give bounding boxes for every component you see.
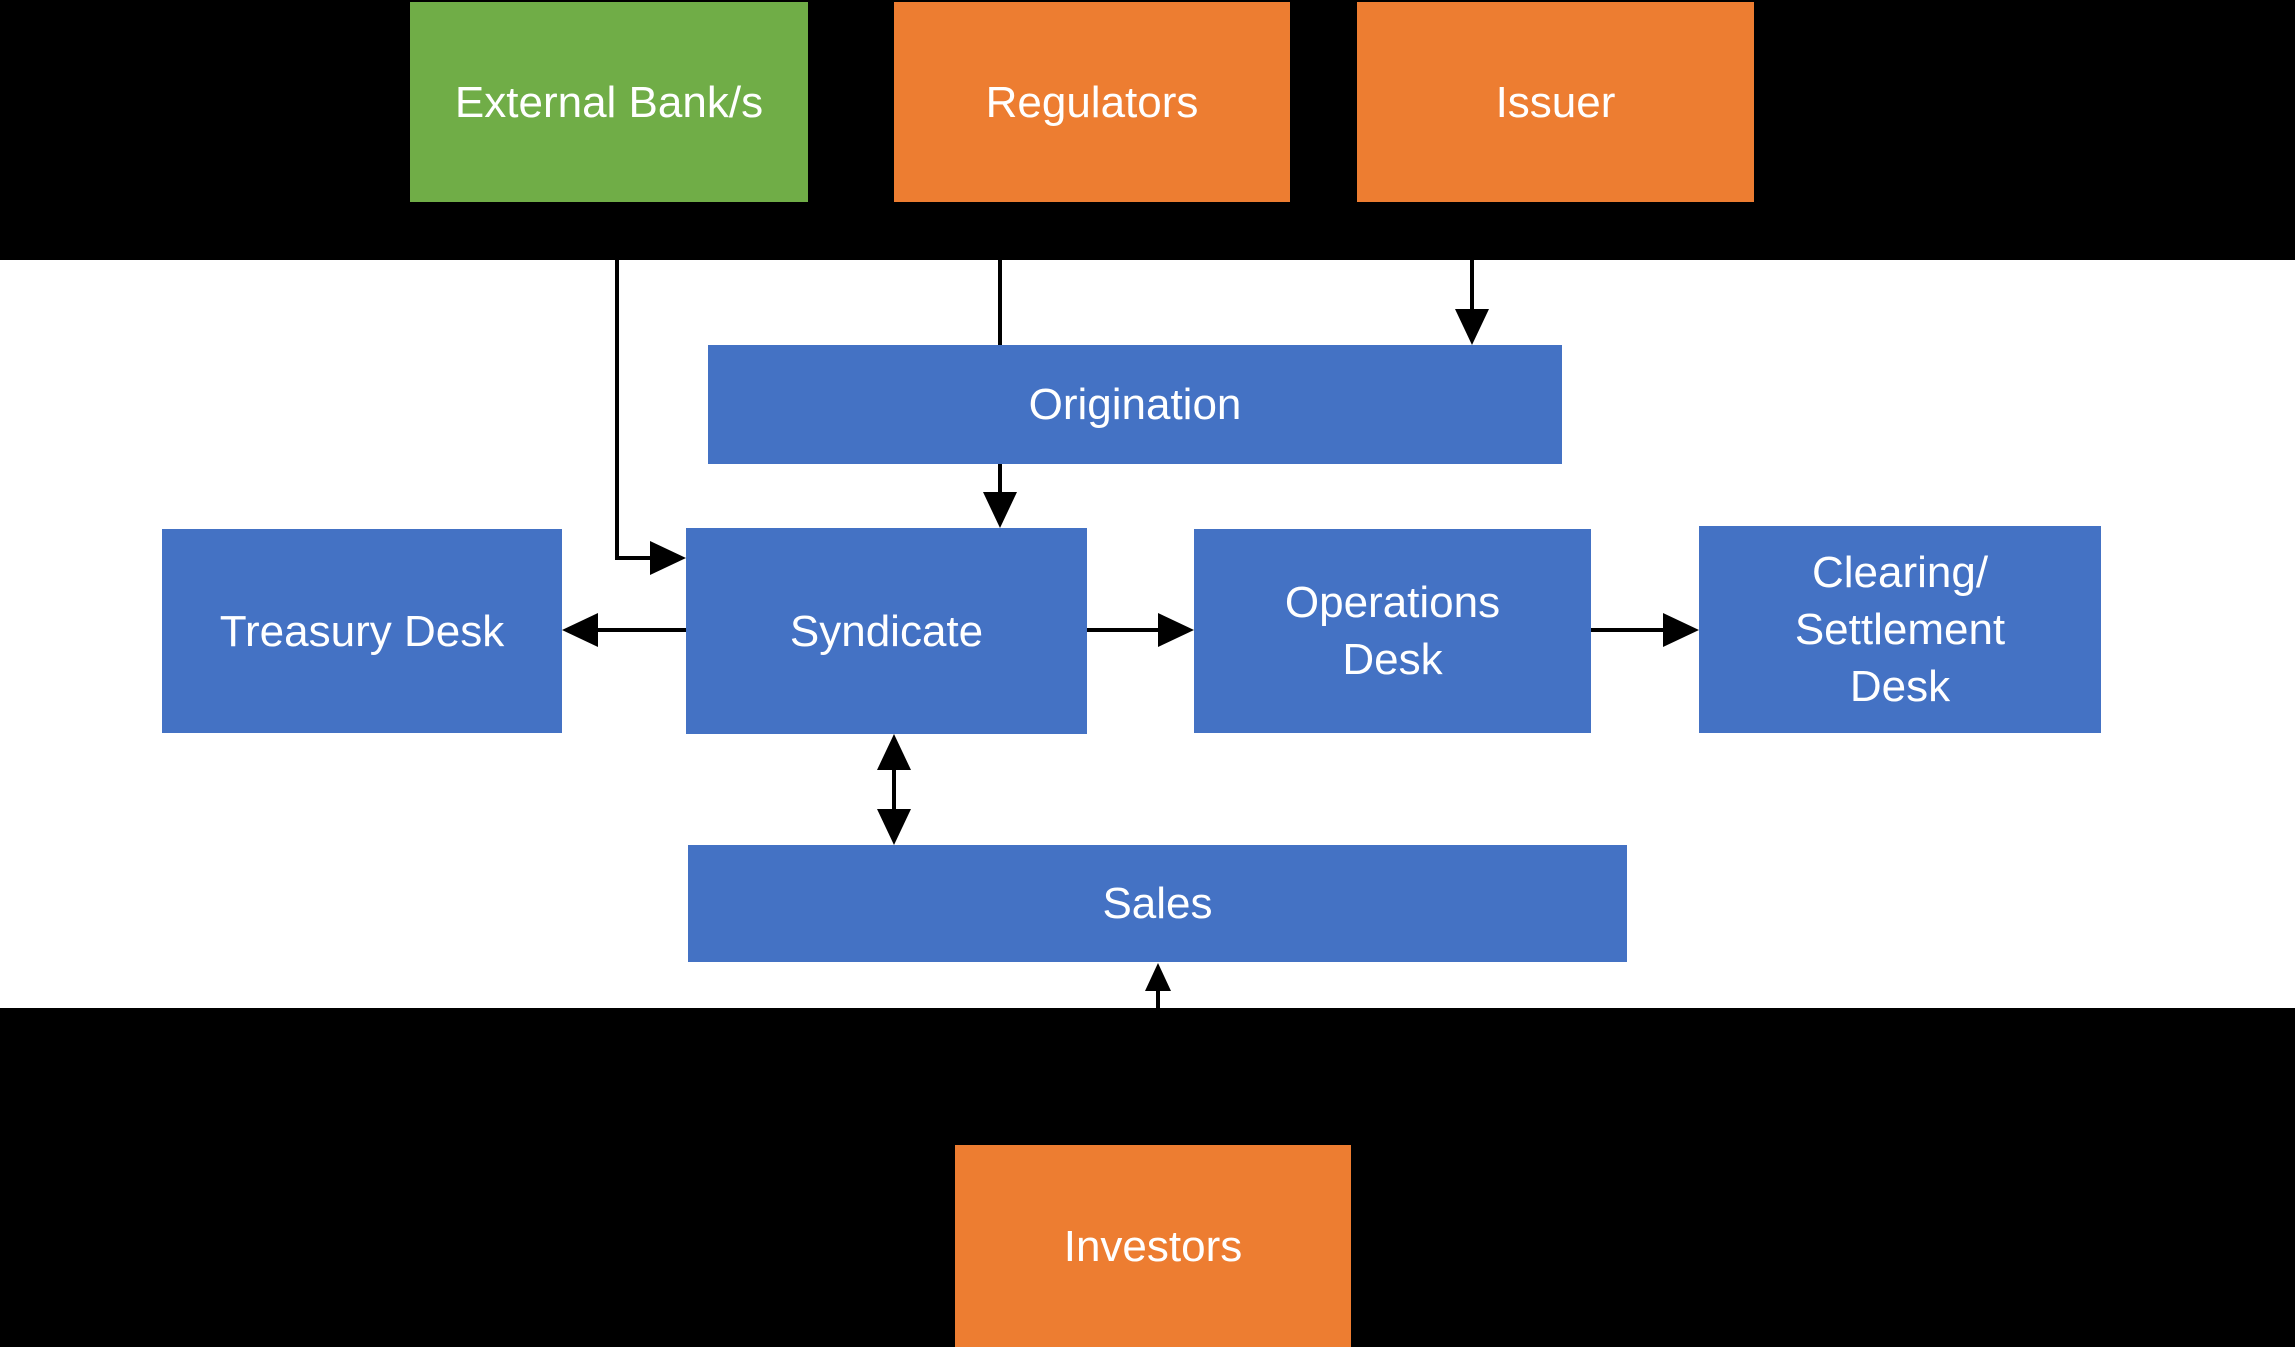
- edge-syndicate-sales-line: [892, 764, 896, 815]
- edge-external-banks-syndicate-line-vertical: [615, 202, 619, 560]
- node-investors: Investors: [955, 1145, 1351, 1347]
- edge-investors-sales-arrowhead: [1145, 963, 1171, 991]
- node-investors-label: Investors: [1063, 1221, 1243, 1271]
- node-clearing-settlement-desk-label: Clearing/ Settlement Desk: [1794, 548, 2006, 711]
- node-sales: Sales: [688, 845, 1627, 962]
- node-origination: Origination: [708, 345, 1562, 464]
- node-operations-desk-label: Operations Desk: [1284, 578, 1501, 684]
- edge-origination-syndicate-arrowhead: [983, 492, 1017, 528]
- node-syndicate-label: Syndicate: [789, 606, 984, 656]
- node-issuer: Issuer: [1357, 2, 1754, 202]
- edge-regulators-origination-line: [998, 202, 1002, 345]
- edge-syndicate-sales-arrowhead-bottom: [877, 809, 911, 845]
- node-external-banks: External Bank/s: [410, 2, 808, 202]
- edge-external-banks-syndicate-arrowhead: [650, 541, 686, 575]
- edge-syndicate-sales-arrowhead-top: [877, 734, 911, 770]
- edge-external-banks-syndicate-line-horizontal: [615, 556, 654, 560]
- edge-syndicate-operations-line: [1087, 628, 1162, 632]
- edge-issuer-origination-arrowhead: [1455, 309, 1489, 345]
- node-treasury-desk-label: Treasury Desk: [219, 606, 505, 656]
- node-syndicate: Syndicate: [686, 528, 1087, 734]
- edge-operations-clearing-arrowhead: [1663, 613, 1699, 647]
- edge-operations-clearing-line: [1591, 628, 1667, 632]
- node-issuer-label: Issuer: [1495, 77, 1616, 127]
- node-origination-label: Origination: [1028, 380, 1242, 429]
- node-external-banks-label: External Bank/s: [454, 77, 764, 127]
- node-clearing-settlement-desk: Clearing/ Settlement Desk: [1699, 526, 2101, 733]
- node-regulators-label: Regulators: [985, 77, 1199, 127]
- edge-syndicate-operations-arrowhead: [1158, 613, 1194, 647]
- edge-syndicate-treasury-arrowhead: [562, 613, 598, 647]
- node-operations-desk: Operations Desk: [1194, 529, 1591, 733]
- node-sales-label: Sales: [1102, 879, 1213, 928]
- node-treasury-desk: Treasury Desk: [162, 529, 562, 733]
- edge-issuer-origination-line: [1470, 202, 1474, 314]
- edge-origination-syndicate-line: [998, 464, 1002, 496]
- node-regulators: Regulators: [894, 2, 1290, 202]
- edge-investors-sales-line: [1156, 987, 1160, 1150]
- edge-syndicate-treasury-line: [596, 628, 686, 632]
